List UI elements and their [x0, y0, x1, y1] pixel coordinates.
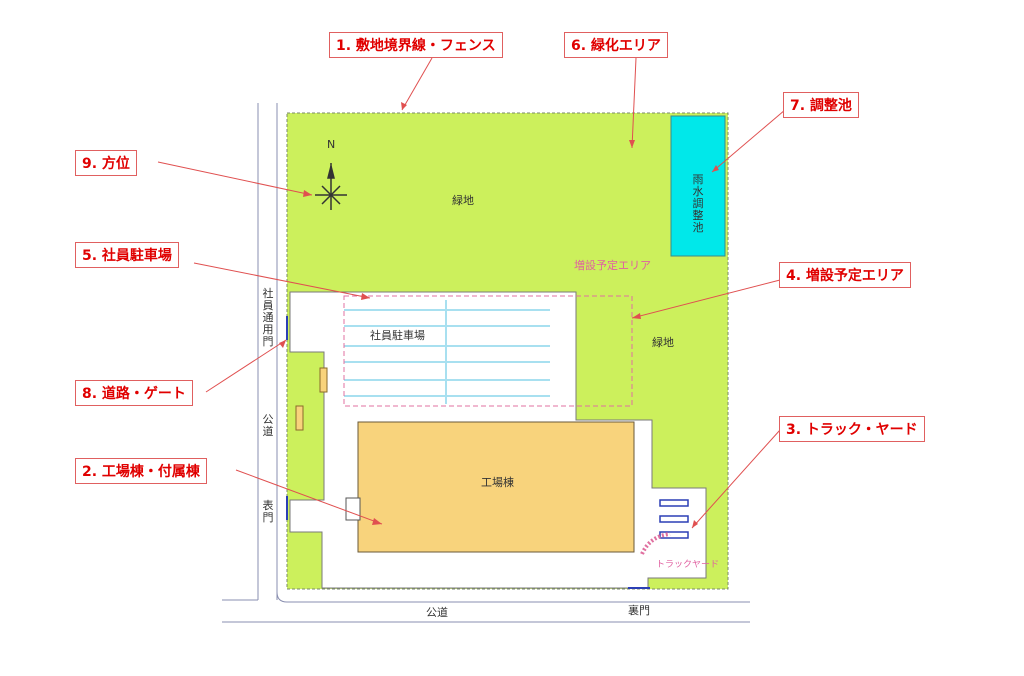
- callout-orientation: 9. 方位: [75, 150, 137, 176]
- callout-parking: 5. 社員駐車場: [75, 242, 179, 268]
- label-green-right: 緑地: [652, 336, 674, 349]
- gate-markers: [286, 316, 650, 589]
- retention-pond: [670, 115, 726, 257]
- label-public-road-left: 公道: [262, 413, 274, 438]
- label-factory: 工場棟: [481, 476, 514, 489]
- public-road-left: [222, 103, 750, 623]
- callout-retention-pond: 7. 調整池: [783, 92, 859, 118]
- label-back-gate: 裏門: [628, 604, 650, 617]
- label-public-road-bottom: 公道: [426, 606, 448, 619]
- factory-annex: [345, 497, 361, 521]
- label-green-top: 緑地: [452, 194, 474, 207]
- label-truck-yard: トラックヤード: [656, 560, 720, 570]
- label-expansion-area: 増設予定エリア: [574, 259, 651, 272]
- compass-rose-icon: [315, 163, 347, 210]
- parking-stalls: [344, 300, 550, 404]
- label-parking: 社員駐車場: [370, 329, 425, 342]
- annex-building-b: [319, 367, 328, 393]
- label-north: N: [327, 138, 336, 151]
- expansion-area-boundary: [343, 295, 633, 407]
- callout-truck-yard: 3. トラック・ヤード: [779, 416, 925, 442]
- callout-expansion-area: 4. 増設予定エリア: [779, 262, 911, 288]
- truck-icons: [659, 499, 689, 539]
- factory-building: [357, 421, 635, 553]
- callout-boundary-fence: 1. 敷地境界線・フェンス: [329, 32, 503, 58]
- callout-factory: 2. 工場棟・付属棟: [75, 458, 207, 484]
- callout-road-gate: 8. 道路・ゲート: [75, 380, 193, 406]
- label-employee-gate: 社員通用門: [262, 287, 274, 348]
- leader-lines: [157, 57, 793, 529]
- callout-greening-area: 6. 緑化エリア: [564, 32, 668, 58]
- annex-building-a: [295, 405, 304, 431]
- label-retention-pond: 雨水調整池: [692, 173, 704, 234]
- leader-arrowheads: [279, 102, 719, 528]
- label-front-gate: 表門: [262, 499, 274, 524]
- truck-turn-path: [640, 532, 671, 555]
